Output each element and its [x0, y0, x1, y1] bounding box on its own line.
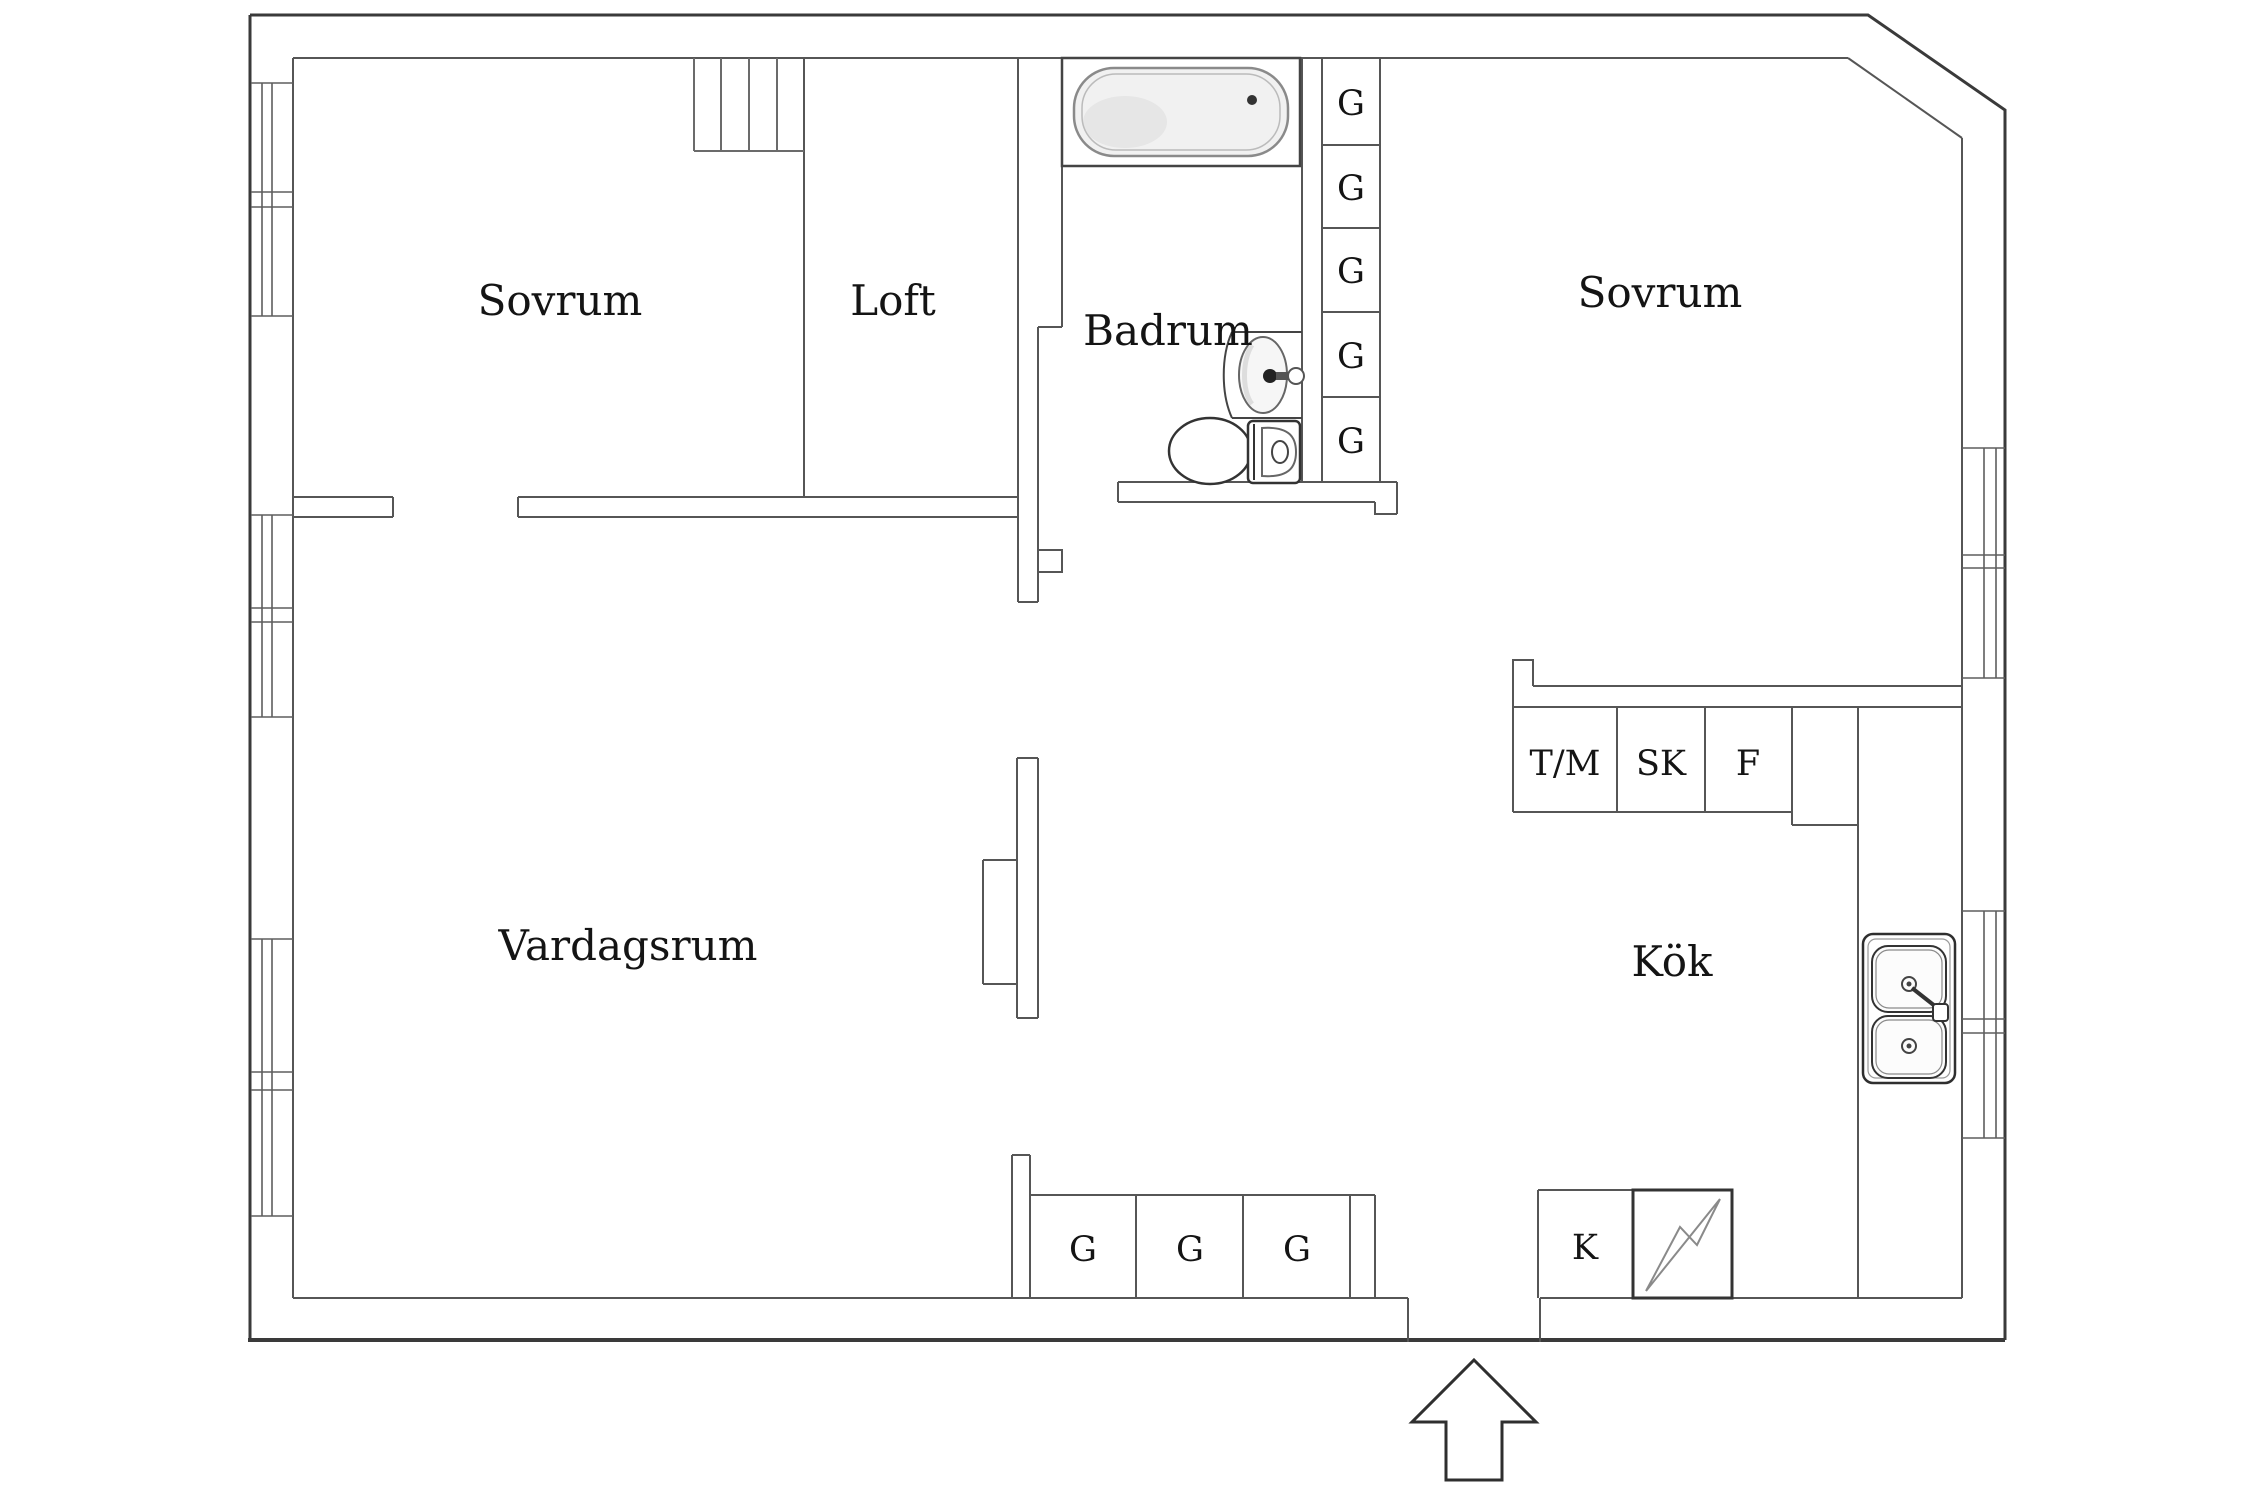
- hall-wardrobe-labels: G G G: [1069, 1230, 1311, 1270]
- closet-sk-label: SK: [1636, 744, 1687, 784]
- exterior-walls: [248, 13, 2007, 1342]
- living-room-dividers: [982, 757, 1039, 1298]
- closet-g-label: G: [1283, 1230, 1311, 1270]
- room-labels: Sovrum Loft Badrum Sovrum Vardagsrum Kök: [478, 268, 1743, 986]
- bathtub-icon: [1060, 56, 1302, 168]
- closet-g-label: G: [1337, 337, 1365, 377]
- washbasin-icon: [1222, 331, 1305, 419]
- closet-f-label: F: [1736, 744, 1760, 784]
- closet-g-label: G: [1069, 1230, 1097, 1270]
- room-label-loft: Loft: [850, 276, 936, 325]
- room-label-bathroom: Badrum: [1083, 306, 1253, 355]
- closet-g-label: G: [1337, 169, 1365, 209]
- closet-g-label: G: [1337, 422, 1365, 462]
- electrical-panel-icon: [1631, 1188, 1734, 1300]
- bedroom-right-walls: [1512, 659, 1962, 708]
- closet-k-label: K: [1572, 1228, 1599, 1268]
- interior-walls: [292, 57, 1963, 1342]
- closet-g-label: G: [1176, 1230, 1204, 1270]
- entrance-arrow-icon: [1408, 1357, 1540, 1482]
- room-label-bedroom-right: Sovrum: [1578, 268, 1743, 317]
- closet-g-label: G: [1337, 252, 1365, 292]
- bedroom-left-walls: [293, 58, 1039, 603]
- room-label-kitchen: Kök: [1632, 937, 1714, 986]
- room-label-bedroom-left: Sovrum: [478, 276, 643, 325]
- kitchen-sink-icon: [1861, 932, 1957, 1085]
- window-icons: [251, 82, 2005, 1217]
- wardrobe-column: [1322, 58, 1381, 483]
- hall-wardrobes: [1029, 1194, 1376, 1298]
- closet-g-label: G: [1337, 84, 1365, 124]
- room-label-living-room: Vardagsrum: [498, 921, 758, 970]
- wardrobe-column-labels: G G G G G: [1337, 84, 1365, 462]
- kitchen-closet-labels: T/M SK F K: [1530, 744, 1761, 1268]
- closet-tm-label: T/M: [1530, 744, 1601, 784]
- toilet-icon: [1167, 416, 1302, 486]
- stairs-icon: [693, 58, 804, 152]
- kitchen-walls: [1512, 707, 1859, 1298]
